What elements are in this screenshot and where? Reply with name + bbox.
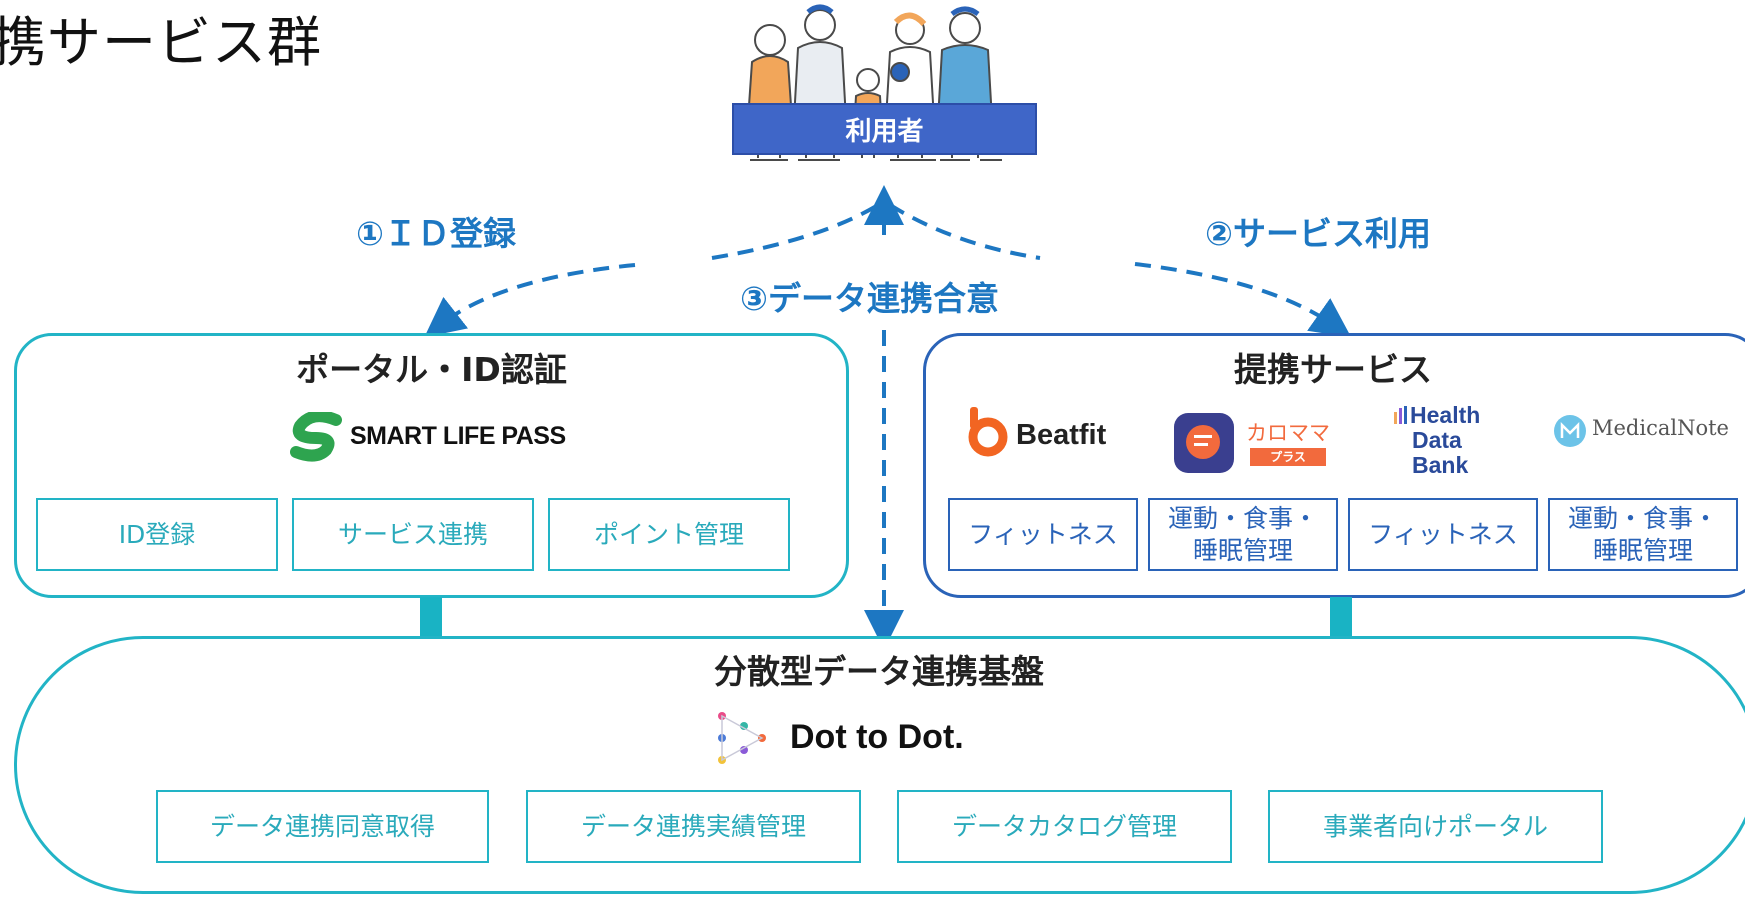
connector-portal-platform — [420, 597, 442, 639]
step-service-use: ②サービス利用 — [1205, 214, 1431, 253]
arrow-id-registration — [424, 263, 636, 338]
caromama-plus-badge: プラス — [1250, 448, 1326, 466]
beatfit-logo-text: Beatfit — [1016, 419, 1107, 451]
step-data-consent: ③データ連携合意 — [740, 279, 999, 318]
smart-life-pass-logo-text: SMART LIFE PASS — [350, 422, 566, 450]
caromama-logo-text: カロママ — [1246, 421, 1330, 445]
platform-title: 分散型データ連携基盤 — [714, 652, 1044, 691]
partner-title: 提携サービス — [1234, 350, 1432, 389]
platform-cell-consent: データ連携同意取得 — [156, 790, 489, 863]
connector-partner-platform — [1330, 597, 1352, 639]
page-title: 携サービス群 — [0, 11, 322, 74]
step-id-registration: ①ＩＤ登録 — [356, 214, 516, 253]
portal-cell-point-management: ポイント管理 — [548, 498, 790, 571]
partner-cell-lifestyle-1: 運動・食事・ 睡眠管理 — [1148, 498, 1338, 571]
smart-life-pass-logo-icon — [290, 412, 342, 462]
partner-cell-lifestyle-1-line1: 運動・食事・ — [1167, 504, 1318, 534]
medicalnote-logo-icon — [1554, 415, 1586, 447]
partner-cell-lifestyle-2-line2: 睡眠管理 — [1592, 535, 1693, 565]
user-label: 利用者 — [732, 103, 1037, 155]
beatfit-logo-icon — [968, 407, 1008, 457]
arrow-user-right — [888, 203, 1041, 260]
arrow-service-use — [1134, 262, 1352, 338]
dot-to-dot-logo-text: Dot to Dot. — [790, 718, 964, 756]
health-data-bank-line1: Health — [1410, 402, 1481, 428]
partner-cell-lifestyle-2-line1: 運動・食事・ — [1567, 504, 1718, 534]
arrow-user-left — [711, 203, 880, 260]
health-data-bank-line2: Data — [1412, 427, 1462, 453]
portal-cell-id-registration: ID登録 — [36, 498, 278, 571]
partner-cell-fitness-1: フィットネス — [948, 498, 1138, 571]
portal-title: ポータル・ID認証 — [296, 350, 567, 389]
platform-cell-catalog: データカタログ管理 — [897, 790, 1232, 863]
health-data-bank-line3: Bank — [1412, 452, 1469, 478]
caromama-app-icon — [1174, 413, 1234, 473]
partner-cell-lifestyle-1-line2: 睡眠管理 — [1192, 535, 1293, 565]
partner-cell-lifestyle-2: 運動・食事・ 睡眠管理 — [1548, 498, 1738, 571]
platform-cell-business-portal: 事業者向けポータル — [1268, 790, 1603, 863]
portal-cell-service-link: サービス連携 — [292, 498, 534, 571]
partner-cell-fitness-2-text: フィットネス — [1368, 519, 1518, 549]
platform-cell-records: データ連携実績管理 — [526, 790, 861, 863]
users-illustration — [746, 4, 1002, 161]
partner-cell-fitness-1-text: フィットネス — [968, 519, 1118, 549]
medicalnote-logo-text: MedicalNote — [1592, 416, 1729, 440]
dot-to-dot-logo-icon — [718, 712, 766, 764]
health-data-bank-bars-icon — [1394, 406, 1407, 424]
partner-cell-fitness-2: フィットネス — [1348, 498, 1538, 571]
